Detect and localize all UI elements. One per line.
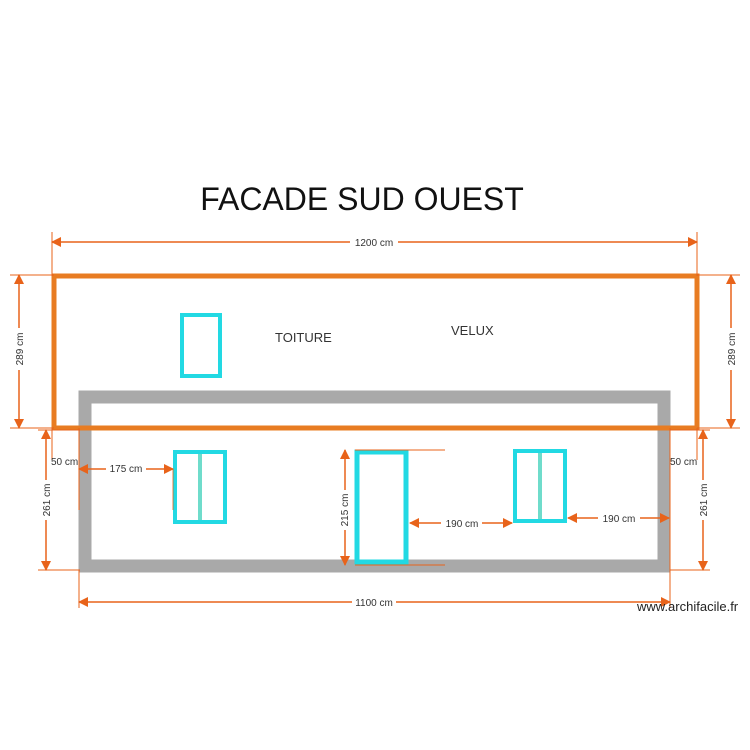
watermark-link[interactable]: www.archifacile.fr xyxy=(636,599,739,614)
skylight-label: VELUX xyxy=(451,323,494,338)
dim-roof-height-right: 289 cm xyxy=(727,333,738,366)
dim-window-left-offset: 175 cm xyxy=(110,464,143,475)
window-right xyxy=(513,449,567,523)
page-title: FACADE SUD OUEST xyxy=(200,181,524,217)
dim-wall-height-right: 261 cm xyxy=(699,484,710,517)
dim-door-height: 215 cm xyxy=(340,494,351,527)
dimension-lines xyxy=(10,232,740,608)
dim-offset-left: 50 cm xyxy=(51,457,78,468)
dim-wall-width: 1100 cm xyxy=(355,598,393,609)
dim-roof-height-left: 289 cm xyxy=(15,333,26,366)
window-left xyxy=(173,450,227,524)
skylight-window xyxy=(180,313,222,378)
door xyxy=(354,449,409,565)
dim-offset-right: 50 cm xyxy=(670,457,697,468)
dim-roof-width: 1200 cm xyxy=(355,238,393,249)
wall-outline xyxy=(78,390,671,573)
dim-wall-height-left: 261 cm xyxy=(42,484,53,517)
dim-door-to-window: 190 cm xyxy=(446,519,479,530)
roof-label: TOITURE xyxy=(275,330,332,345)
dim-window-right-offset: 190 cm xyxy=(603,514,636,525)
roof-outline xyxy=(51,273,700,431)
